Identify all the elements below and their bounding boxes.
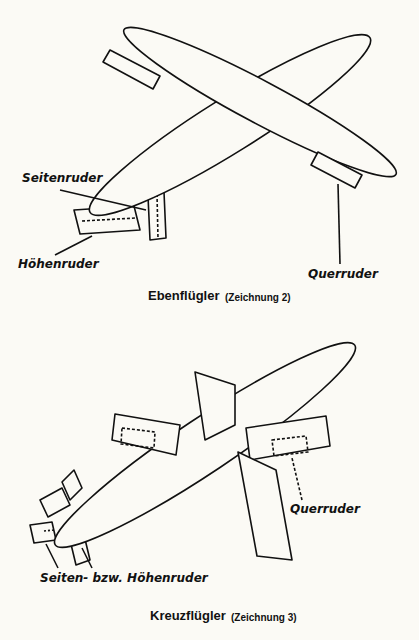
part-label: Querruder bbox=[290, 503, 360, 516]
figure-number: (Zeichnung 3) bbox=[231, 612, 297, 623]
part-label: Seiten- bzw. Höhenruder bbox=[40, 572, 208, 585]
part-label: Seitenruder bbox=[22, 172, 102, 185]
part-label: Höhenruder bbox=[18, 258, 99, 271]
part-label: Querruder bbox=[308, 268, 378, 281]
plane-flat-wing bbox=[55, 11, 406, 264]
figure-caption: Ebenflügler bbox=[148, 289, 220, 303]
figure-caption: Kreuzflügler bbox=[150, 609, 226, 623]
figure-number: (Zeichnung 2) bbox=[225, 292, 291, 303]
plane-cross-wing bbox=[30, 323, 370, 568]
